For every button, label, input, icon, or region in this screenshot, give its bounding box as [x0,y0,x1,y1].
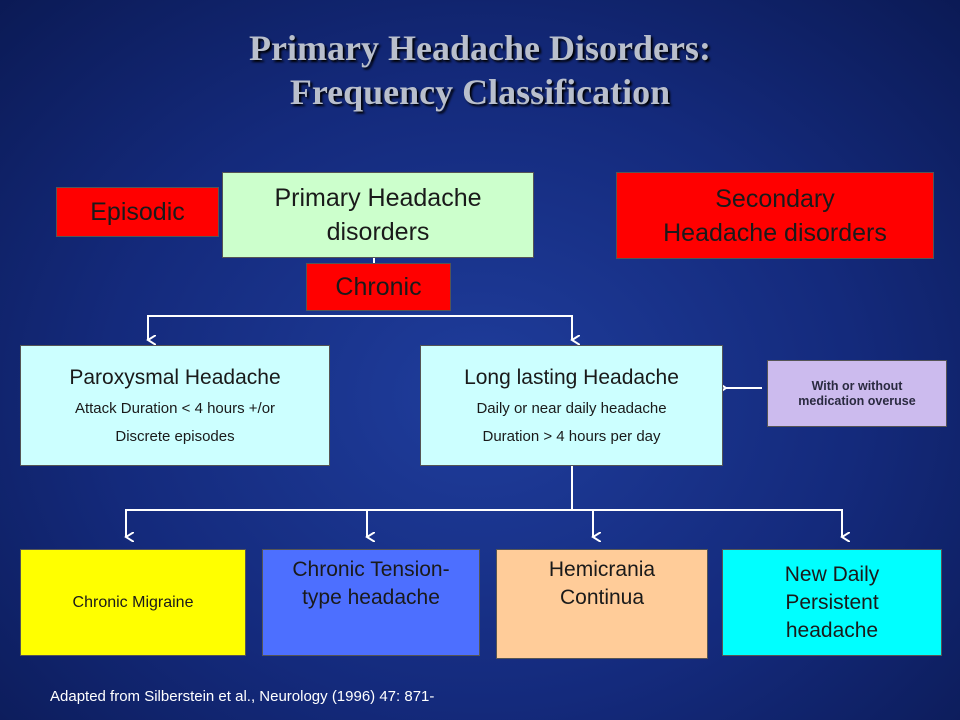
chronic-box: Chronic [306,263,451,311]
title-line-2: Frequency Classification [289,72,671,112]
paroxysmal-line-1: Attack Duration < 4 hours +/or [74,399,276,417]
episodic-box: Episodic [56,187,219,237]
ndph-line-3: headache [785,618,879,642]
primary-line-2: disorders [326,218,430,246]
ndph-line-2: Persistent [785,590,879,614]
chronic-label: Chronic [335,273,422,301]
primary-line-1: Primary Headache [274,184,482,212]
chronic-tension-box: Chronic Tension- type headache [262,549,480,656]
episodic-label: Episodic [90,198,185,226]
long-lasting-line-1: Daily or near daily headache [476,399,667,417]
paroxysmal-title: Paroxysmal Headache [69,365,281,389]
hemicrania-continua-box: Hemicrania Continua [496,549,708,659]
secondary-headache-box: Secondary Headache disorders [616,172,934,259]
slide-title: Primary Headache Disorders: Frequency Cl… [0,26,960,114]
primary-headache-box: Primary Headache disorders [222,172,534,258]
citation-caption: Adapted from Silberstein et al., Neurolo… [50,688,435,705]
medication-line-1: With or without [811,378,903,393]
chronic-migraine-label: Chronic Migraine [72,594,194,611]
long-lasting-line-2: Duration > 4 hours per day [482,427,661,445]
medication-line-2: medication overuse [798,393,916,408]
chronic-migraine-box: Chronic Migraine [20,549,246,656]
ndph-line-1: New Daily [784,562,880,586]
paroxysmal-headache-box: Paroxysmal Headache Attack Duration < 4 … [20,345,330,466]
hemicrania-line-2: Continua [559,586,645,609]
tension-line-1: Chronic Tension- [292,558,450,581]
long-lasting-headache-box: Long lasting Headache Daily or near dail… [420,345,723,466]
paroxysmal-line-2: Discrete episodes [115,427,235,445]
secondary-line-2: Headache disorders [663,218,887,247]
hemicrania-line-1: Hemicrania [548,558,656,581]
title-line-1: Primary Headache Disorders: [249,28,711,68]
tension-line-2: type headache [302,586,440,609]
medication-overuse-box: With or without medication overuse [767,360,947,427]
long-lasting-title: Long lasting Headache [464,365,679,389]
secondary-line-1: Secondary [715,184,835,213]
ndph-box: New Daily Persistent headache [722,549,942,656]
